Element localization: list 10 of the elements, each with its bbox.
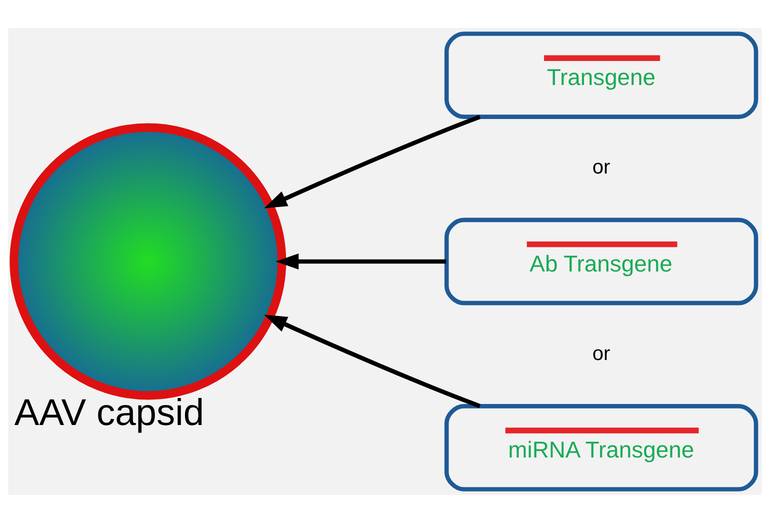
node-picture — [10, 123, 286, 400]
label: or — [592, 342, 610, 365]
node-box: Transgene — [444, 32, 758, 119]
node-label: AAV capsid — [14, 391, 204, 434]
node-box: Ab Transgene — [444, 218, 758, 306]
arrow — [276, 253, 446, 270]
arrow — [264, 314, 481, 408]
label: or — [592, 156, 610, 179]
arrow — [264, 114, 481, 208]
node-box: miRNA Transgene — [444, 404, 758, 492]
